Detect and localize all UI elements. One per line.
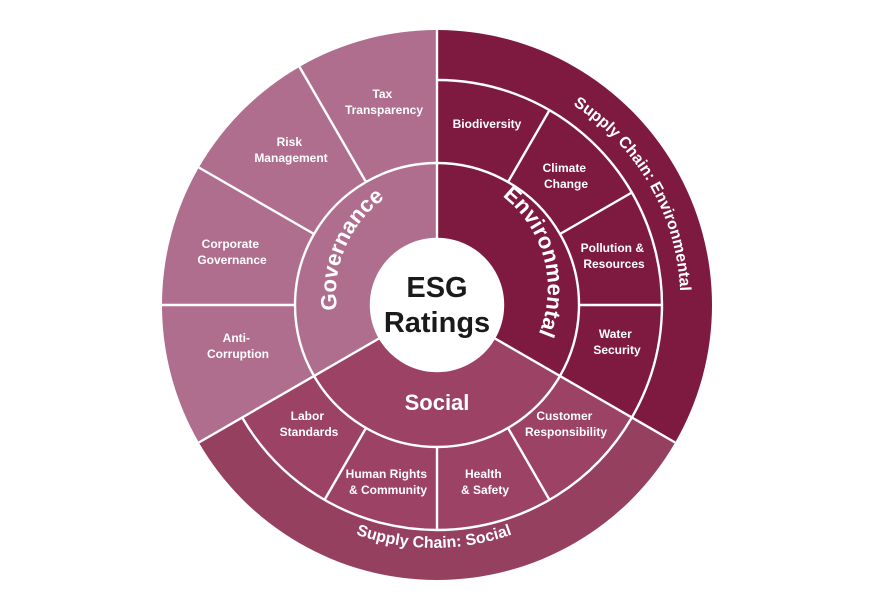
topic-health-safety: Health & Safety	[461, 467, 509, 497]
center-title-line-1: ESG	[406, 272, 467, 304]
social-topic-divider	[323, 427, 368, 501]
topic-risk-management: Risk Management	[254, 135, 327, 165]
environmental-topic-divider	[506, 109, 551, 183]
topic-tax-transparency: Tax Transparency	[345, 87, 423, 117]
topic-biodiversity: Biodiversity	[453, 117, 522, 131]
governance-topic-divider	[198, 166, 315, 236]
governance-topics-band	[161, 30, 437, 443]
topic-labels: Biodiversity Climate Change Pollution & …	[197, 87, 648, 497]
governance-topic-divider	[298, 66, 368, 183]
environmental-pillar-segment	[437, 163, 580, 376]
governance-pillar-segment	[294, 163, 437, 376]
environmental-social-divider	[493, 336, 676, 444]
center-circle	[371, 239, 503, 371]
topic-water-security: Water Security	[593, 327, 641, 357]
segment-dividers	[162, 30, 676, 532]
supply-chain-environmental-band	[437, 30, 713, 443]
topic-anti-corruption: Anti- Corruption	[207, 331, 269, 361]
supply-chain-social-band	[198, 417, 676, 581]
environmental-topics-band	[437, 80, 663, 418]
topic-corporate-governance: Corporate Governance	[197, 237, 267, 267]
social-pillar-segment	[314, 338, 560, 448]
center-ring-boundary	[369, 237, 505, 373]
topic-climate-change: Climate Change	[543, 161, 590, 191]
topic-human-rights-community: Human Rights & Community	[346, 467, 431, 497]
social-topic-divider	[506, 427, 551, 501]
social-pillar-label: Social	[405, 390, 470, 415]
center-title-line-2: Ratings	[384, 307, 490, 339]
topic-customer-responsibility: Customer Responsibility	[525, 409, 607, 439]
wheel-segments	[161, 30, 713, 581]
center-label: ESG Ratings	[384, 272, 490, 339]
topic-pollution-resources: Pollution & Resources	[581, 241, 648, 271]
environmental-topic-divider	[559, 191, 633, 236]
social-governance-divider	[198, 336, 381, 444]
topic-labor-standards: Labor Standards	[280, 409, 339, 439]
